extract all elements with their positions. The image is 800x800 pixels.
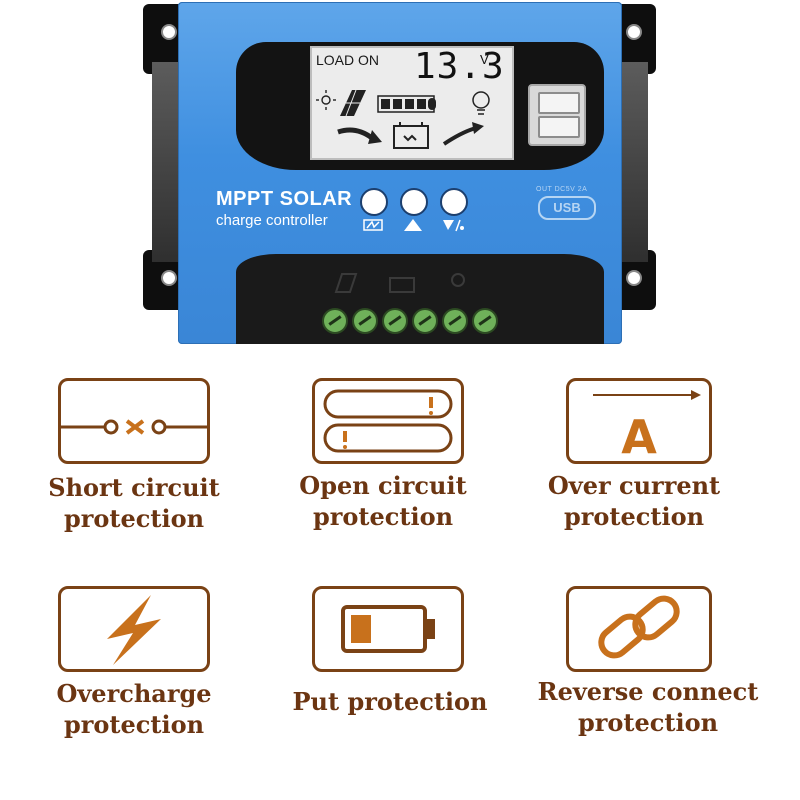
- feature-label-line: protection: [577, 708, 719, 737]
- bulb-icon: [472, 91, 490, 115]
- feature-label-overcharge: Overcharge protection: [4, 678, 264, 740]
- heat-sink-right: [620, 62, 648, 262]
- lcd-voltage-unit: V: [480, 52, 489, 67]
- terminal-screw[interactable]: [472, 308, 498, 334]
- solar-panel-icon: [340, 89, 366, 117]
- down-load-icon: [443, 219, 464, 232]
- overcharge-box: [58, 586, 210, 672]
- feature-label-line: protection: [63, 710, 205, 739]
- svg-text:A: A: [621, 410, 657, 461]
- bulb-icon: [451, 273, 465, 287]
- feature-label-over-current: Over current protection: [504, 470, 764, 532]
- terminal-screw[interactable]: [442, 308, 468, 334]
- lightning-icon: [107, 595, 161, 665]
- usb-port-2[interactable]: [538, 116, 580, 138]
- terminal-screw[interactable]: [412, 308, 438, 334]
- lcd-status-icons: [316, 89, 490, 149]
- usb-port-1[interactable]: [538, 92, 580, 114]
- terminal-screw[interactable]: [322, 308, 348, 334]
- battery-icon: [389, 277, 415, 293]
- feature-label-line: protection: [312, 502, 454, 531]
- short-circuit-box: [58, 378, 210, 464]
- feature-label-line: Open circuit: [299, 471, 467, 500]
- chain-link-icon: [598, 595, 680, 659]
- feature-label-line: Over current: [547, 471, 721, 500]
- lcd-voltage-readout: 13.3: [414, 46, 505, 87]
- over-current-box: A: [566, 378, 712, 464]
- brand-title: MPPT SOLAR: [216, 188, 353, 210]
- charge-controller-device: LOAD ON 13.3 V: [0, 0, 800, 360]
- mounting-hole: [161, 24, 177, 40]
- feature-label-put-protection: Put protection: [260, 686, 520, 717]
- down-button[interactable]: [440, 188, 468, 216]
- lcd-load-status: LOAD ON: [316, 52, 380, 68]
- feature-label-line: Put protection: [292, 687, 488, 716]
- feature-label-line: Overcharge: [56, 679, 212, 708]
- feature-label-line: Reverse connect: [537, 677, 759, 706]
- heat-sink-left: [152, 62, 180, 262]
- battery-level-icon: [377, 95, 436, 113]
- up-arrow-icon: [404, 219, 422, 231]
- solar-panel-icon: [334, 273, 358, 293]
- terminal-screw[interactable]: [382, 308, 408, 334]
- feature-label-open-circuit: Open circuit protection: [253, 470, 513, 532]
- usb-ports: [528, 84, 586, 146]
- menu-button[interactable]: [360, 188, 388, 216]
- feature-label-line: Short circuit: [48, 473, 220, 502]
- open-circuit-icon: [323, 389, 453, 453]
- feature-label-reverse-connect: Reverse connect protection: [508, 676, 788, 738]
- usb-output-rating: OUT DC5V 2A: [536, 186, 588, 193]
- terminal-symbols: [334, 273, 465, 293]
- terminal-screw[interactable]: [352, 308, 378, 334]
- feature-label-line: protection: [563, 502, 705, 531]
- discharge-arrow-icon: [442, 122, 484, 146]
- battery-icon: [341, 605, 435, 653]
- mounting-hole: [161, 270, 177, 286]
- usb-logo: USB: [538, 196, 596, 220]
- charge-arrow-icon: [337, 127, 382, 144]
- reverse-connect-box: [566, 586, 712, 672]
- menu-icon: [363, 219, 383, 231]
- brand-subtitle: charge controller: [216, 212, 328, 229]
- feature-label-short-circuit: Short circuit protection: [4, 472, 264, 534]
- feature-label-line: protection: [63, 504, 205, 533]
- open-circuit-box: [312, 378, 464, 464]
- put-protection-box: [312, 586, 464, 672]
- battery-icon: [393, 122, 429, 149]
- over-current-icon: A: [593, 390, 701, 464]
- mounting-hole: [626, 270, 642, 286]
- sun-icon: [316, 90, 336, 110]
- mounting-hole: [626, 24, 642, 40]
- short-circuit-icon: [61, 419, 207, 435]
- up-button[interactable]: [400, 188, 428, 216]
